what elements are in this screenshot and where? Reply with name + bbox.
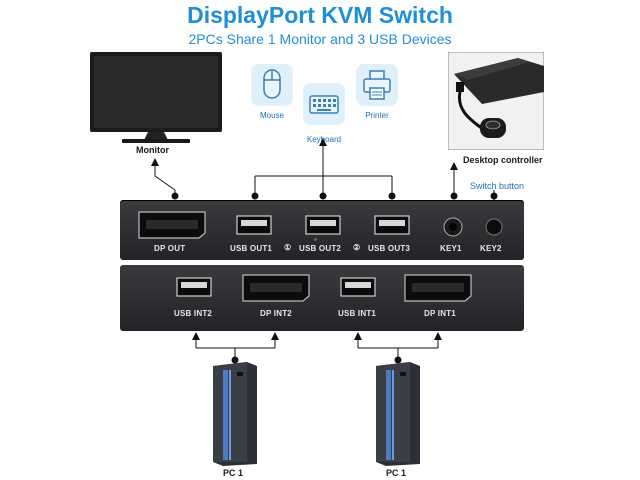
usb-int2-label: USB INT2 [174, 309, 213, 318]
dp-int2-port[interactable] [242, 274, 310, 302]
led1-indicator: ① [284, 243, 292, 252]
desktop-controller-label: Desktop controller [463, 155, 543, 165]
pc-tower-left-icon [213, 362, 257, 466]
pc-right-label: PC 1 [386, 468, 407, 478]
keyboard-card [303, 83, 345, 125]
usb-int1-label: USB INT1 [338, 309, 377, 318]
key1-label: KEY1 [440, 244, 462, 253]
usb-out3-port[interactable] [374, 215, 410, 235]
printer-icon [363, 70, 391, 100]
usb-out1-port[interactable] [236, 215, 272, 235]
monitor-label: Monitor [136, 145, 169, 155]
usb-out2-label: USB OUT2 [299, 244, 342, 253]
dp-out-label: DP OUT [154, 244, 186, 253]
keyboard-icon [309, 95, 339, 114]
mouse-card [251, 64, 293, 106]
dp-out-port[interactable] [138, 211, 206, 239]
usb-int2-port[interactable] [176, 277, 212, 297]
switch-button-label: Switch button [470, 181, 525, 191]
key1-jack[interactable] [442, 216, 464, 238]
page-title: DisplayPort KVM Switch [187, 2, 453, 28]
usb-out3-label: USB OUT3 [368, 244, 411, 253]
kvm-bottom-unit: USB INT2 DP INT2 USB INT1 DP INT1 [120, 265, 524, 331]
printer-label: Printer [365, 111, 389, 120]
monitor-icon [90, 52, 222, 143]
usb-int1-port[interactable] [340, 277, 376, 297]
desktop-controller-icon [448, 52, 544, 150]
keyboard-label: Keyboard [306, 135, 342, 144]
printer-card [356, 64, 398, 106]
usb-out2-port[interactable] [305, 215, 341, 235]
pc-left-label: PC 1 [223, 468, 244, 478]
usb-out1-label: USB OUT1 [230, 244, 273, 253]
key2-button[interactable] [484, 217, 504, 237]
dp-int2-label: DP INT2 [260, 309, 292, 318]
key2-label: KEY2 [480, 244, 502, 253]
dp-int1-label: DP INT1 [424, 309, 456, 318]
dp-int1-port[interactable] [404, 274, 472, 302]
page-subtitle: 2PCs Share 1 Monitor and 3 USB Devices [188, 31, 452, 47]
pc-tower-right-icon [376, 362, 420, 466]
led2-indicator: ② [353, 243, 361, 252]
led-dot [314, 238, 317, 241]
mouse-label: Mouse [259, 111, 284, 120]
kvm-top-unit: DP OUT USB OUT1 ① USB OUT2 ② USB OUT3 KE… [120, 200, 524, 260]
mouse-icon [263, 69, 281, 99]
